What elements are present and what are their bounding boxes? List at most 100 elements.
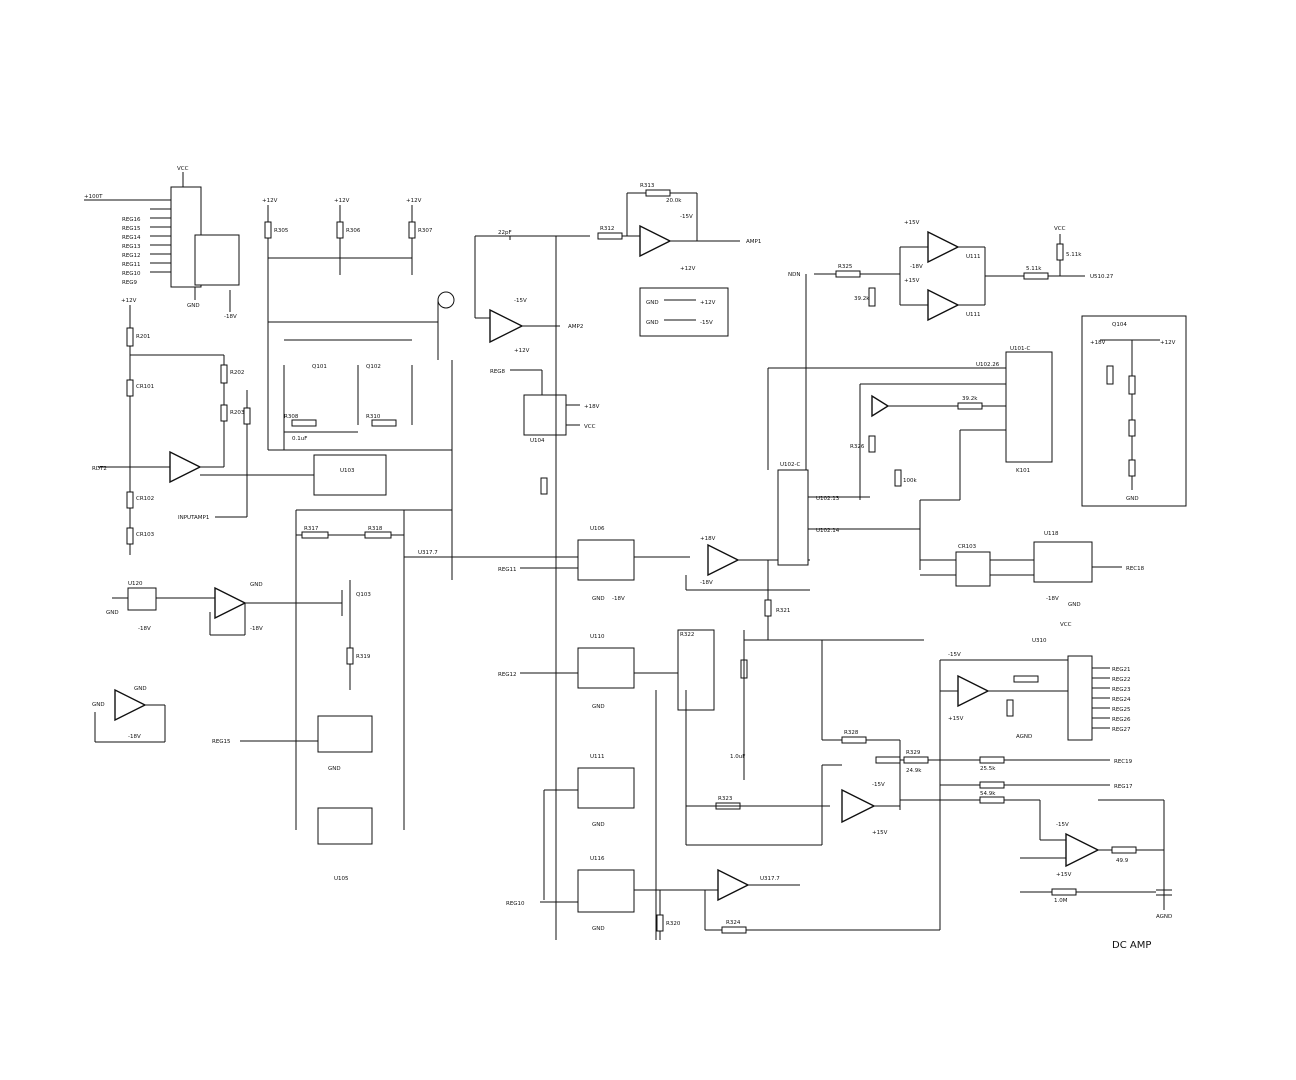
- res-label: R325: [838, 264, 853, 270]
- part-label: CR102: [136, 496, 154, 502]
- diode-bridge-cr103: [955, 551, 991, 587]
- output-amp1: AMP1: [746, 239, 761, 245]
- reg-mux-block: +100T REG16 REG15 REG14 REG13 REG12 REG1…: [84, 166, 240, 320]
- supply-label: GND: [592, 596, 605, 602]
- lower-left-stage: R317 R318 U317.7 U120 GND -18V GND -18V …: [92, 509, 690, 882]
- resistor: [979, 781, 1005, 789]
- resistor: [979, 756, 1005, 764]
- vcc-label-1: VCC: [177, 166, 189, 172]
- net-label: U102.26: [976, 362, 1000, 368]
- output-rec19: REC19: [1114, 759, 1133, 765]
- dac-line-4: REG25: [1112, 707, 1131, 713]
- reg-line-3: REG13: [122, 244, 141, 250]
- supply-label: +12V: [700, 300, 716, 306]
- resistor: [408, 221, 416, 239]
- analog-switch-1: [577, 539, 635, 581]
- res-label: R306: [346, 228, 361, 234]
- opamp-u120: [717, 868, 750, 902]
- connector-u102: [777, 469, 809, 566]
- res-label: R326: [850, 444, 865, 450]
- diagram-title: DC AMP: [1112, 940, 1151, 951]
- supply-label: -15V: [680, 214, 693, 220]
- transistor-q101: Q101: [312, 364, 327, 370]
- supply-label: GND: [1068, 602, 1081, 608]
- supply-label: GND: [646, 320, 659, 326]
- supply-label: -15V: [872, 782, 885, 788]
- part-label: CR103: [136, 532, 155, 538]
- resistor: [243, 407, 251, 425]
- resistor: [301, 531, 329, 539]
- res-label: R203: [230, 410, 245, 416]
- supply-label: AGND: [1156, 914, 1172, 920]
- output-rec18: REC18: [1126, 566, 1145, 572]
- resistor: [868, 287, 876, 307]
- supply-label: GND: [328, 766, 341, 772]
- resistor: [371, 419, 397, 427]
- supply-label: +12V: [514, 348, 530, 354]
- res-label: R329: [906, 750, 921, 756]
- supply-label: +15V: [872, 830, 888, 836]
- resistor: [645, 189, 671, 197]
- resistor: [835, 270, 861, 278]
- transistor-q103: Q103: [356, 592, 371, 598]
- input-reg8: REG8: [490, 369, 506, 375]
- dac-line-6: REG27: [1112, 727, 1131, 733]
- resistor-array: [677, 629, 715, 711]
- resistor: [894, 469, 902, 487]
- part-label: U102-C: [780, 462, 801, 468]
- reg-line-1: REG15: [122, 226, 141, 232]
- supply-label: -18V: [138, 626, 151, 632]
- part-label: U118: [1044, 531, 1059, 537]
- u102-block: NDN R325 39.2k U102-C U102.13 U102.14 U1…: [767, 264, 1053, 570]
- net-label: U102.13: [816, 496, 840, 502]
- regulator-box: +18V +12V Q104 GND: [1081, 315, 1187, 507]
- supply-label: VCC: [1054, 226, 1066, 232]
- res-label: R312: [600, 226, 614, 232]
- part-label: U103: [340, 468, 355, 474]
- left-frontend: +12V R201 CR101 R202 R203 RDT2 CR102 CR1…: [92, 298, 316, 555]
- value-label: 5.11k: [1026, 266, 1042, 272]
- resistor: [597, 232, 623, 240]
- input-inputamp1: INPUTAMP1: [178, 515, 209, 521]
- output-amp2: AMP2: [568, 324, 583, 330]
- resistor: [264, 221, 272, 239]
- supply-label: -15V: [1056, 822, 1069, 828]
- reg-line-5: REG11: [122, 262, 141, 268]
- reg-line-4: REG12: [122, 253, 141, 259]
- upper-right-amps: +15V +15V -18V U111 U111 5.11k U510.27 V…: [899, 220, 1114, 322]
- part-label: CR101: [136, 384, 154, 390]
- value-label: 25.5k: [980, 766, 996, 772]
- p12v-label-left: +12V: [121, 298, 137, 304]
- resistor: [1111, 846, 1137, 854]
- net-label: U317.7: [418, 550, 438, 556]
- input-reg11: REG11: [498, 567, 517, 573]
- supply-label: GND: [92, 702, 105, 708]
- opamp-u116: [489, 308, 524, 344]
- switch-column: U106 REG11 GND -18V U110 REG12 GND U111 …: [498, 526, 705, 940]
- supply-label: -15V: [514, 298, 527, 304]
- part-label: U120: [128, 581, 143, 587]
- transistor-q104: Q104: [1112, 322, 1127, 328]
- part-label: U116: [590, 856, 605, 862]
- value-label: 39.2k: [854, 296, 870, 302]
- regulator-frame: [1081, 315, 1187, 507]
- resistor: [1051, 888, 1077, 896]
- res-label: R324: [726, 920, 741, 926]
- m18v-label-1: -18V: [224, 314, 237, 320]
- net-label: U102.14: [816, 528, 840, 534]
- zener-cr102: [126, 491, 134, 509]
- value-label: 39.2k: [962, 396, 978, 402]
- test-point: [437, 291, 455, 309]
- supply-label: GND: [1126, 496, 1139, 502]
- value-label: 49.9: [1116, 858, 1129, 864]
- supply-label: +15V: [904, 220, 920, 226]
- resistor: [1106, 365, 1114, 385]
- cap-label: 1.0uF: [730, 754, 745, 760]
- dac-line-3: REG24: [1112, 697, 1131, 703]
- supply-label: +18V: [1090, 340, 1106, 346]
- resistor: [957, 402, 983, 410]
- analog-switch-2: [577, 647, 635, 689]
- p12v-label: +12V: [262, 198, 278, 204]
- input-reg15: REG15: [212, 739, 231, 745]
- regulator-u120: [127, 587, 157, 611]
